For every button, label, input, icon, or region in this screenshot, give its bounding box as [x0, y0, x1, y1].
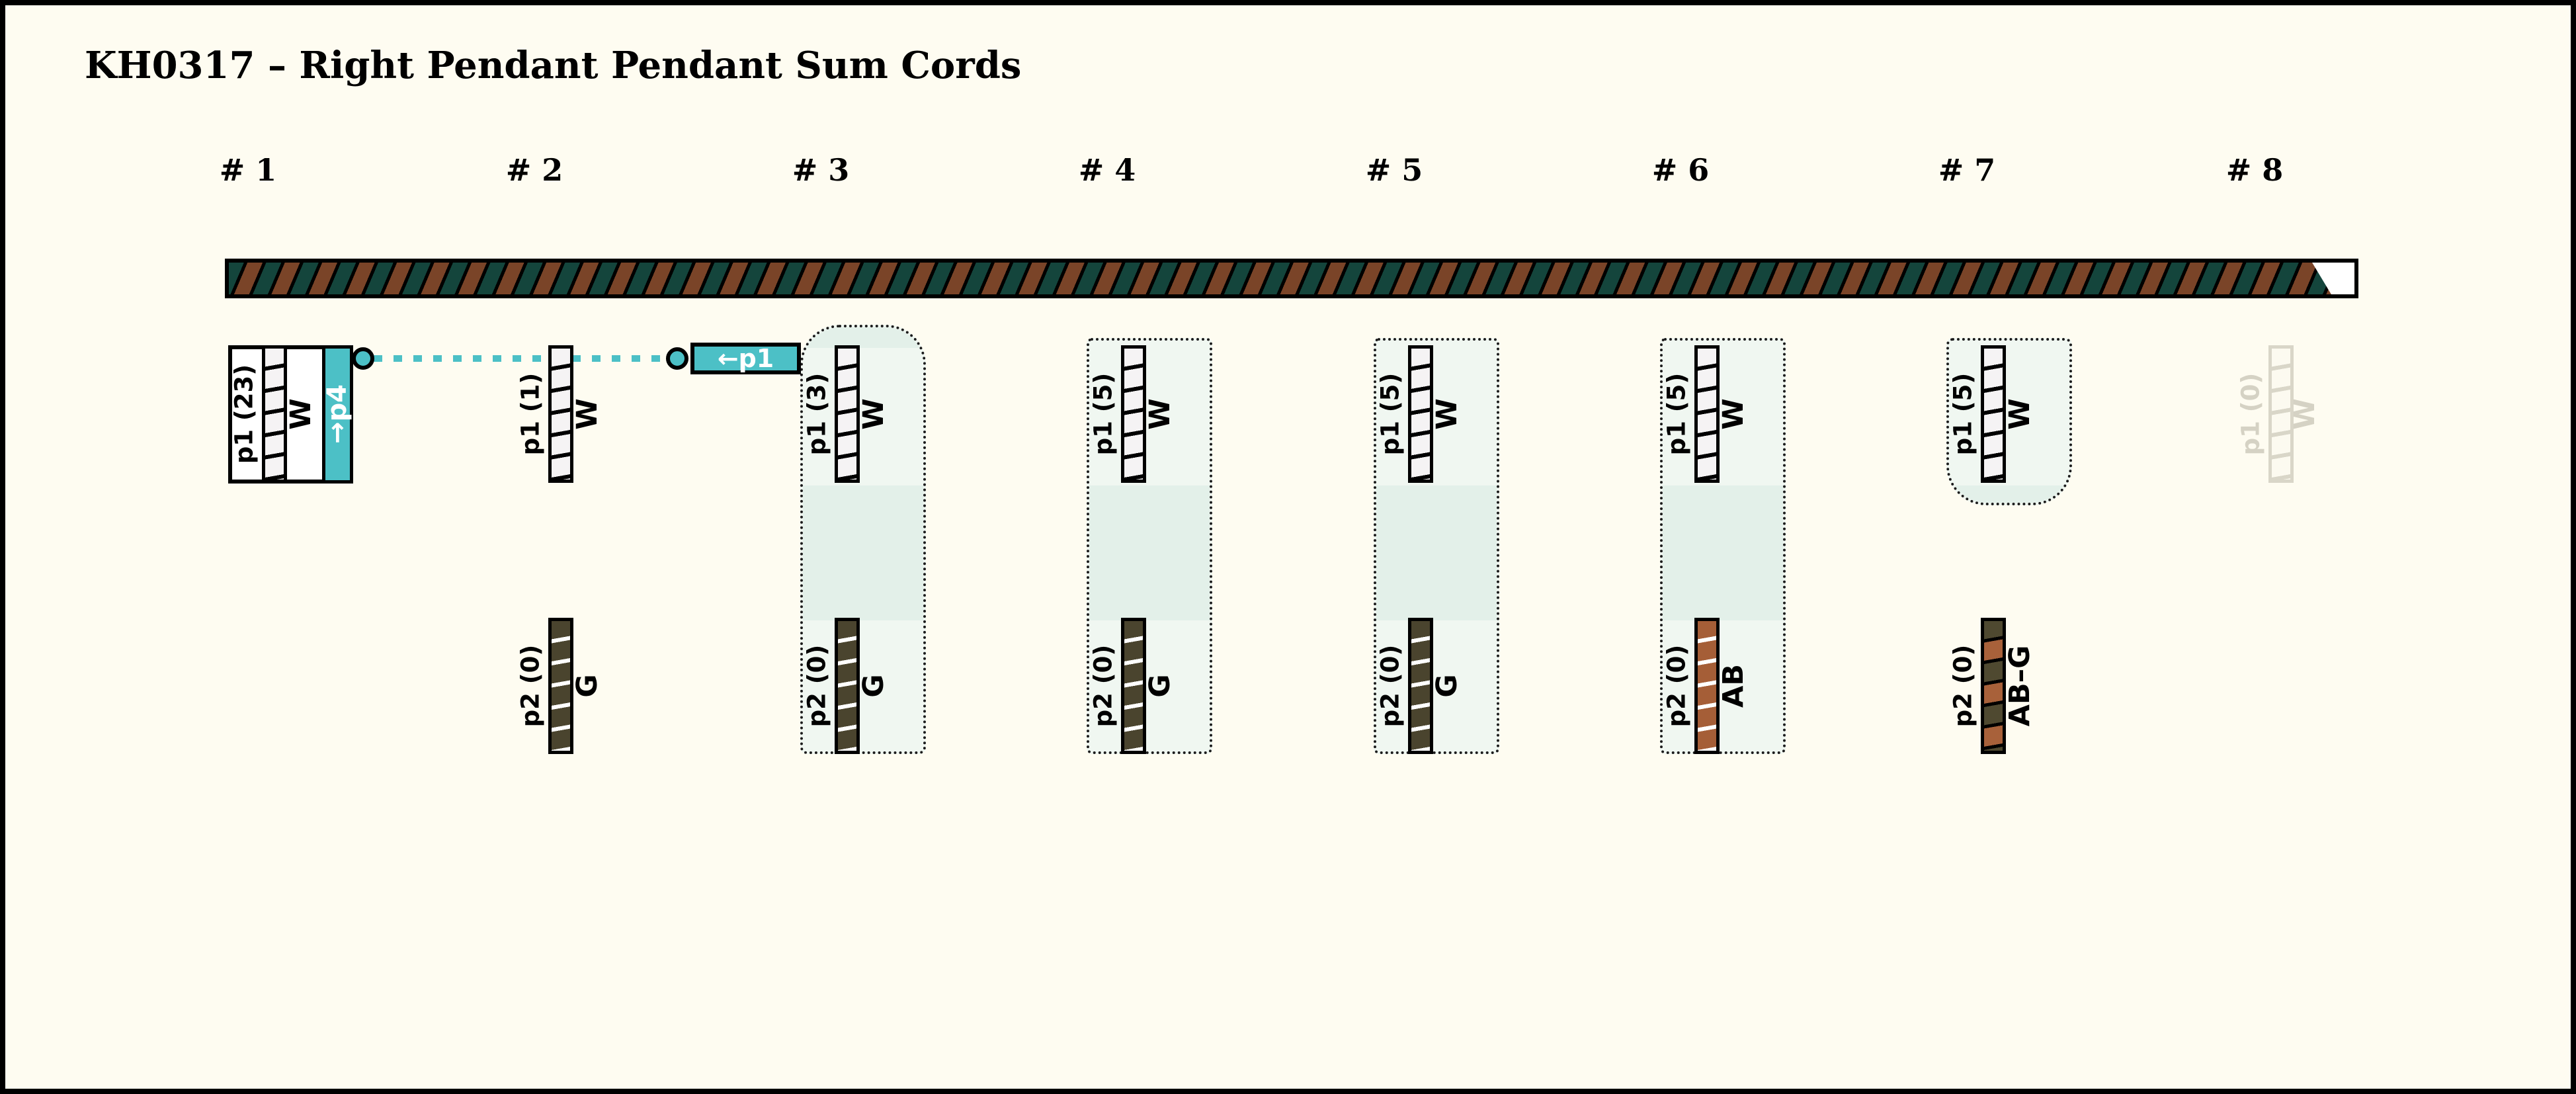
p1-id-label: p1 (5) — [1089, 372, 1118, 456]
p1-cord-bar — [1981, 345, 2006, 483]
p2-id-label: p2 (0) — [516, 644, 545, 728]
link-dot-right — [666, 347, 688, 370]
p1-cord-bar — [1694, 345, 1720, 483]
pendant-group-region — [1946, 338, 2072, 505]
p1-id-label: p1 (3) — [802, 372, 831, 456]
pendant-header: # 1 — [219, 152, 277, 188]
region-sum-band — [1663, 485, 1783, 620]
link-dotted-line — [374, 355, 671, 362]
p2-color-label: G — [857, 674, 890, 698]
region-sum-band — [1089, 485, 1210, 620]
p1-color-label: W — [2288, 398, 2321, 430]
p2-cord-bar — [1121, 618, 1146, 754]
p1-color-label: W — [571, 398, 604, 430]
p2-color-label: AB–G — [2003, 645, 2036, 727]
p1-cord-bar — [1408, 345, 1433, 483]
p2-color-label: G — [1431, 674, 1464, 698]
primary-cord-end-cap — [2312, 263, 2354, 294]
region-sum-band — [1949, 485, 2069, 503]
p2-cord-bar — [548, 618, 573, 754]
pendant-header: # 8 — [2225, 152, 2284, 188]
p2-cord-bar — [1981, 618, 2006, 754]
p2-cord-bar — [835, 618, 860, 754]
pendant-group-region — [1374, 338, 1499, 754]
p2-cord-bar — [1408, 618, 1433, 754]
region-sum-band — [803, 485, 923, 620]
p1-cord-bar — [2268, 345, 2294, 483]
region-sum-band — [803, 327, 923, 348]
p1-id-label: p1 (1) — [516, 372, 545, 456]
p1-link-tag: ←p1 — [690, 343, 801, 374]
p1-id-label: p1 (5) — [1948, 372, 1977, 456]
pendant-header: # 6 — [1651, 152, 1710, 188]
p1-cord-bar — [262, 345, 287, 483]
p1-cord-bar — [835, 345, 860, 483]
p1-color-label: W — [1143, 398, 1177, 430]
p1-color-label: W — [1431, 398, 1464, 430]
p4-link-bar — [322, 345, 353, 484]
pendant-header: # 2 — [505, 152, 563, 188]
pendant-header: # 3 — [792, 152, 850, 188]
p1-id-label: p1 (5) — [1662, 372, 1691, 456]
primary-cord — [225, 259, 2358, 298]
p1-id-label: p1 (0) — [2236, 372, 2265, 456]
p1-cord-bar — [548, 345, 573, 483]
p2-color-label: G — [1143, 674, 1177, 698]
link-dot-left — [352, 347, 374, 370]
p1-cord-bar — [1121, 345, 1146, 483]
p1-id-label: p1 (5) — [1376, 372, 1405, 456]
p1-color-label: W — [284, 398, 317, 430]
diagram-title: KH0317 – Right Pendant Pendant Sum Cords — [85, 44, 1022, 87]
pendant-group-region — [1660, 338, 1786, 754]
p2-id-label: p2 (0) — [802, 644, 831, 728]
p1-color-label: W — [1717, 398, 1750, 430]
pendant-header: # 5 — [1365, 152, 1423, 188]
p2-cord-bar — [1694, 618, 1720, 754]
p1-color-label: W — [2003, 398, 2036, 430]
p2-color-label: G — [571, 674, 604, 698]
p2-id-label: p2 (0) — [1089, 644, 1118, 728]
p4-link-label: →p4 — [322, 384, 353, 444]
p2-id-label: p2 (0) — [1376, 644, 1405, 728]
pendant-group-region — [800, 325, 926, 754]
pendant-header: # 7 — [1938, 152, 1996, 188]
pendant-header: # 4 — [1078, 152, 1136, 188]
region-sum-band — [1376, 485, 1497, 620]
p2-id-label: p2 (0) — [1948, 644, 1977, 728]
p1-id-label: p1 (23) — [229, 364, 259, 464]
p2-id-label: p2 (0) — [1662, 644, 1691, 728]
p2-color-label: AB — [1717, 663, 1750, 708]
pendant-group-region — [1087, 338, 1212, 754]
p1-color-label: W — [857, 398, 890, 430]
